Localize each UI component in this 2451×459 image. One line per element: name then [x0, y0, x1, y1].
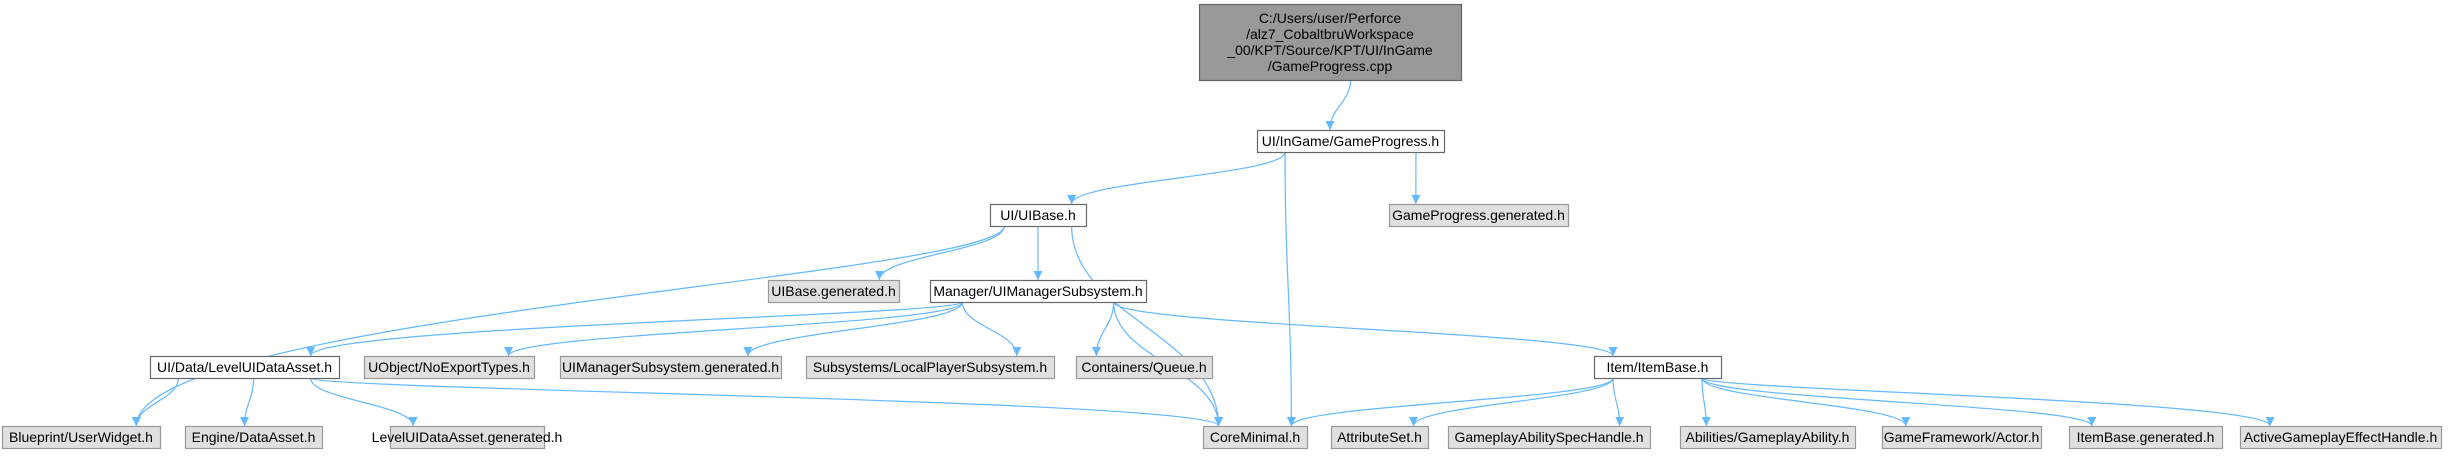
node-label: Item/ItemBase.h: [1607, 359, 1709, 375]
node-gaspec-h: GameplayAbilitySpecHandle.h: [1447, 425, 1652, 450]
node-coreminimal-h: CoreMinimal.h: [1202, 425, 1309, 450]
edge-itembase-h-to-gaspec-h: [1612, 377, 1625, 427]
node-label: /GameProgress.cpp: [1268, 58, 1393, 74]
node-box: [2068, 425, 2224, 450]
edge-leveldata-h-to-dataasset-h: [240, 377, 255, 427]
edge-uimgr-h-to-localplayer-h: [961, 301, 1022, 357]
edge-itembase-h-to-activege-h: [1701, 377, 2275, 427]
node-label: GameProgress.generated.h: [1392, 207, 1565, 223]
node-box: [1388, 203, 1570, 228]
node-gability-h: Abilities/GameplayAbility.h: [1679, 425, 1857, 450]
node-box: [1075, 355, 1214, 380]
node-label: ItemBase.generated.h: [2077, 429, 2215, 445]
node-box: [767, 279, 901, 304]
node-label: UI/UIBase.h: [1000, 207, 1075, 223]
edge-itembase-h-to-attributeset-h: [1409, 377, 1614, 427]
node-label: /alz7_CobaltbruWorkspace: [1246, 26, 1414, 42]
file-nodes: C:/Users/user/Perforce/alz7_CobaltbruWor…: [1, 3, 2443, 450]
node-label: Abilities/GameplayAbility.h: [1686, 429, 1850, 445]
node-box: [929, 279, 1148, 304]
edge-gp-cpp-to-gp-h: [1325, 79, 1352, 131]
node-gp-gen: GameProgress.generated.h: [1388, 203, 1570, 228]
edge-itembase-h-to-actor-h: [1701, 377, 1911, 427]
node-queue-h: Containers/Queue.h: [1075, 355, 1214, 380]
node-attributeset-h: AttributeSet.h: [1330, 425, 1430, 450]
node-gp-h[interactable]: UI/InGame/GameProgress.h: [1256, 129, 1446, 154]
node-box: [559, 355, 783, 380]
node-uimgr-gen: UIManagerSubsystem.generated.h: [559, 355, 783, 380]
edge-itembase-h-to-gability-h: [1701, 377, 1711, 427]
edge-itembase-h-to-coreminimal-h: [1287, 377, 1614, 427]
node-label: UObject/NoExportTypes.h: [368, 359, 530, 375]
node-label: ActiveGameplayEffectHandle.h: [2244, 429, 2438, 445]
node-box: [1593, 355, 1723, 380]
node-label: UI/InGame/GameProgress.h: [1262, 133, 1439, 149]
node-label: CoreMinimal.h: [1210, 429, 1300, 445]
node-gp-cpp[interactable]: C:/Users/user/Perforce/alz7_CobaltbruWor…: [1198, 3, 1463, 82]
node-label: UI/Data/LevelUIDataAsset.h: [157, 359, 332, 375]
node-leveldata-h[interactable]: UI/Data/LevelUIDataAsset.h: [149, 355, 341, 380]
node-uibase-h[interactable]: UI/UIBase.h: [989, 203, 1088, 228]
node-label: LevelUIDataAsset.generated.h: [372, 429, 563, 445]
node-dataasset-h: Engine/DataAsset.h: [184, 425, 324, 450]
edge-itembase-h-to-itembase-gen: [1701, 377, 2097, 427]
node-label: UIManagerSubsystem.generated.h: [562, 359, 779, 375]
edge-leveldata-h-to-coreminimal-h: [310, 377, 1223, 427]
node-label: GameFramework/Actor.h: [1884, 429, 2040, 445]
node-localplayer-h: Subsystems/LocalPlayerSubsystem.h: [805, 355, 1056, 380]
dependency-edges: [131, 79, 2275, 427]
node-box: [184, 425, 324, 450]
node-label: Subsystems/LocalPlayerSubsystem.h: [813, 359, 1047, 375]
node-leveldata-gen: LevelUIDataAsset.generated.h: [372, 425, 563, 450]
node-box: [149, 355, 341, 380]
node-box: [1198, 3, 1463, 82]
edge-uibase-h-to-coreminimal-h: [1071, 225, 1224, 427]
node-box: [389, 425, 546, 450]
node-label: C:/Users/user/Perforce: [1259, 10, 1402, 26]
edge-uimgr-h-to-queue-h: [1091, 301, 1115, 357]
edge-uimgr-h-to-itembase-h: [1113, 301, 1618, 357]
node-box: [1, 425, 162, 450]
node-box: [1881, 425, 2043, 450]
edge-gp-h-to-uibase-h: [1067, 151, 1286, 205]
edge-uimgr-h-to-uobject-h: [504, 301, 963, 357]
node-box: [1679, 425, 1857, 450]
node-label: Manager/UIManagerSubsystem.h: [933, 283, 1142, 299]
node-label: UIBase.generated.h: [771, 283, 896, 299]
node-userwidget-h: Blueprint/UserWidget.h: [1, 425, 162, 450]
node-box: [2239, 425, 2443, 450]
node-box: [1330, 425, 1430, 450]
edge-leveldata-h-to-userwidget-h: [131, 377, 179, 427]
node-box: [1447, 425, 1652, 450]
node-itembase-gen: ItemBase.generated.h: [2068, 425, 2224, 450]
node-label: AttributeSet.h: [1337, 429, 1422, 445]
edge-uimgr-h-to-uimgr-gen: [743, 301, 963, 357]
node-uobject-h: UObject/NoExportTypes.h: [363, 355, 536, 380]
node-actor-h: GameFramework/Actor.h: [1881, 425, 2043, 450]
node-box: [1256, 129, 1446, 154]
node-box: [989, 203, 1088, 228]
node-label: Engine/DataAsset.h: [192, 429, 316, 445]
node-box: [805, 355, 1056, 380]
node-label: Blueprint/UserWidget.h: [9, 429, 153, 445]
edge-gp-h-to-coreminimal-h: [1284, 151, 1296, 427]
edge-uibase-h-to-uibase-gen: [874, 225, 1005, 281]
edge-uibase-h-to-userwidget-h: [131, 225, 1005, 427]
node-label: GameplayAbilitySpecHandle.h: [1454, 429, 1643, 445]
node-label: Containers/Queue.h: [1081, 359, 1206, 375]
node-uimgr-h[interactable]: Manager/UIManagerSubsystem.h: [929, 279, 1148, 304]
node-box: [1202, 425, 1309, 450]
node-uibase-gen: UIBase.generated.h: [767, 279, 901, 304]
node-label: _00/KPT/Source/KPT/UI/InGame: [1226, 42, 1433, 58]
node-box: [363, 355, 536, 380]
edge-leveldata-h-to-leveldata-gen: [310, 377, 418, 427]
edge-uimgr-h-to-leveldata-h: [306, 301, 963, 357]
node-activege-h: ActiveGameplayEffectHandle.h: [2239, 425, 2443, 450]
node-itembase-h[interactable]: Item/ItemBase.h: [1593, 355, 1723, 380]
